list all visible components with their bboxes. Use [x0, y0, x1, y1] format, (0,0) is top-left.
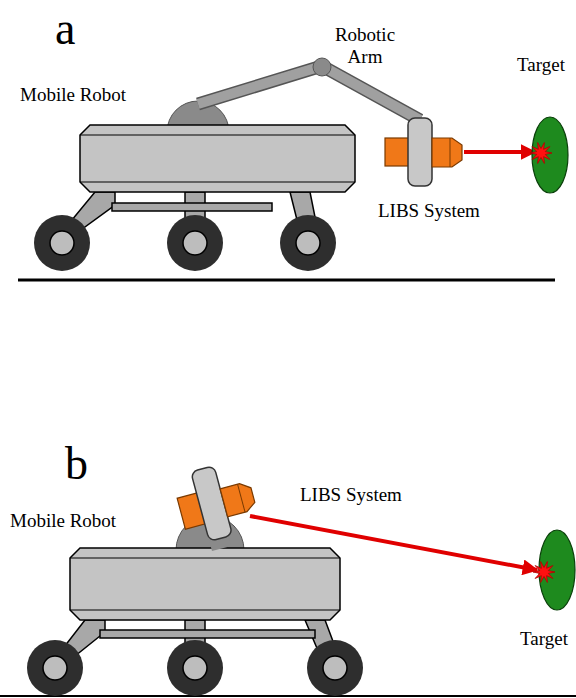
spark-star [533, 562, 555, 583]
part-label: Mobile Robot [10, 510, 116, 532]
plasma-spark [533, 562, 555, 583]
ground-line [0, 695, 576, 697]
part-label: LIBS System [378, 200, 480, 222]
panel-letter: a [55, 6, 75, 52]
robot-body [70, 548, 340, 620]
spark-star [530, 143, 552, 164]
libs-system [385, 118, 462, 186]
robot-a [18, 58, 568, 280]
panel-letter: b [65, 441, 88, 487]
part-label: Mobile Robot [20, 84, 126, 106]
part-label: LIBS System [300, 484, 402, 506]
wheels [34, 215, 336, 271]
robot-b [0, 458, 576, 696]
libs-system [171, 458, 264, 556]
robotic-arm [198, 58, 420, 120]
part-label: Robotic Arm [330, 24, 400, 68]
laser-beam [250, 516, 537, 570]
robot-body [80, 125, 355, 192]
plasma-spark [530, 143, 552, 164]
part-label: Target [517, 54, 565, 76]
wheels [27, 640, 363, 696]
part-label: Target [520, 628, 568, 650]
ground-line [18, 279, 555, 282]
laser-beam [464, 150, 535, 154]
